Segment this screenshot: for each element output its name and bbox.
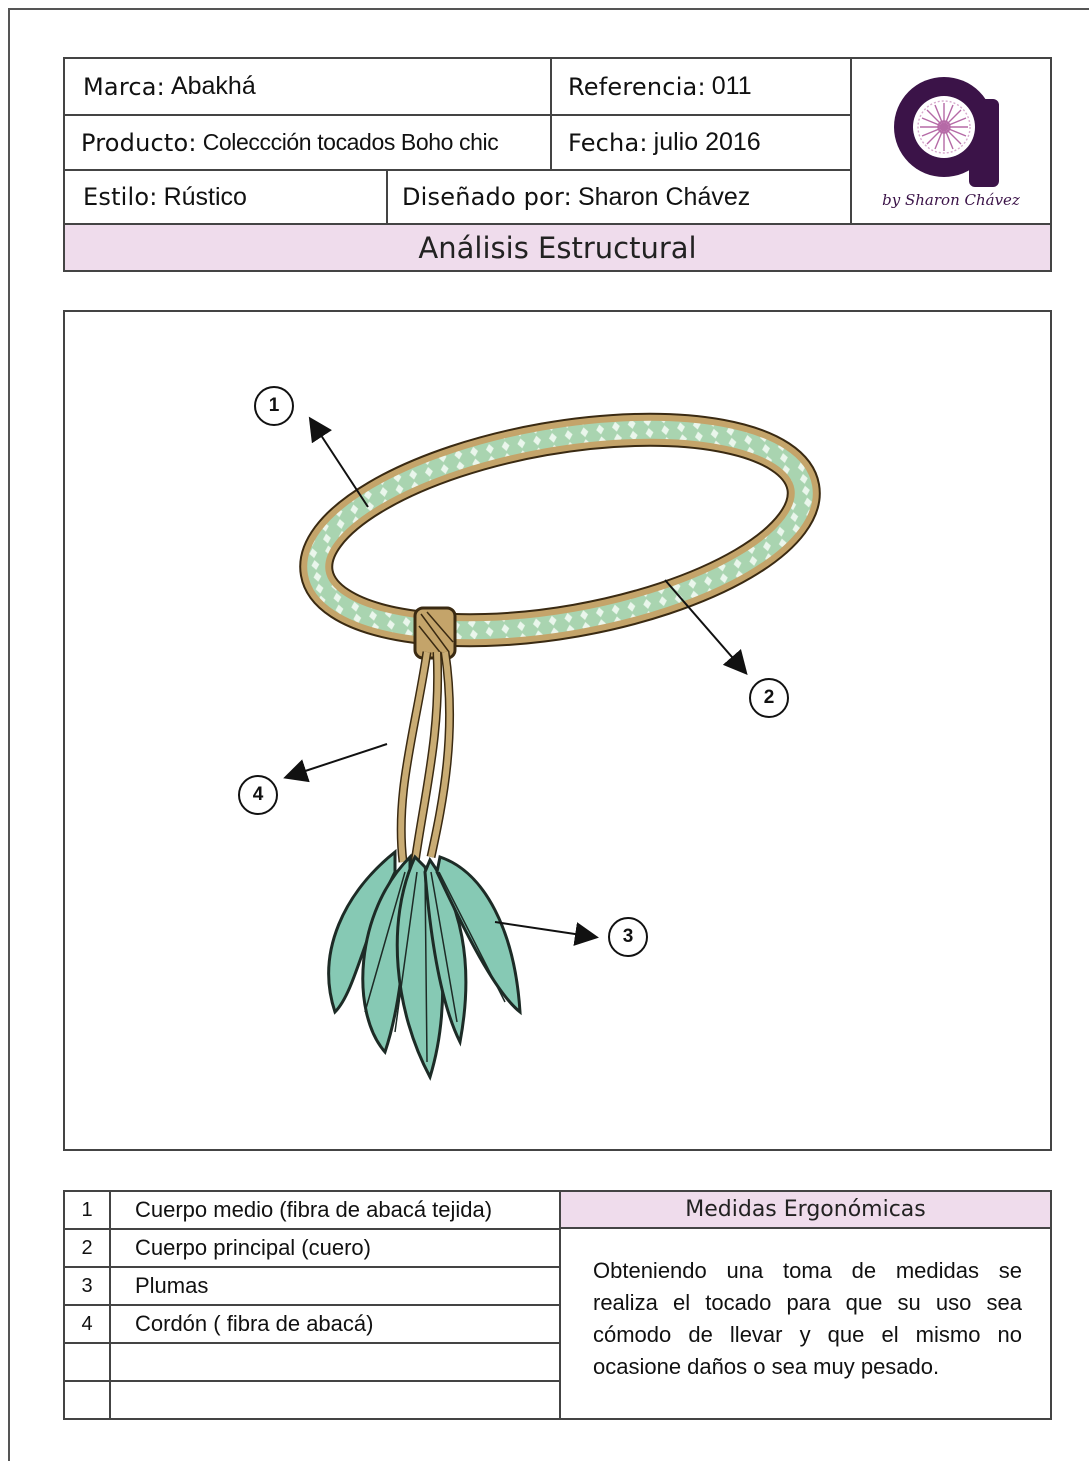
part-number: 1 [65,1192,111,1228]
style-cell: Estilo: Rústico [65,171,388,223]
feathers [329,852,520,1077]
reference-cell: Referencia: 011 [552,59,850,116]
part-description: Cordón ( fibra de abacá) [111,1306,559,1342]
leather-knot [415,608,455,658]
cords [401,652,449,862]
designer-label: Diseñado por: [402,183,572,211]
headband-ring [301,397,819,664]
callout-arrow-1 [311,420,368,507]
part-description [111,1382,559,1418]
designer-value: Sharon Chávez [578,183,750,212]
parts-table: 1 Cuerpo medio (fibra de abacá tejida) 2… [63,1190,1052,1420]
logo-signature: by Sharon Chávez [852,191,1050,209]
part-number [65,1382,111,1418]
product-drawing-frame: 1 2 3 4 [63,310,1052,1151]
table-row [65,1344,559,1382]
style-value: Rústico [164,183,247,212]
part-description [111,1344,559,1380]
callout-1: 1 [254,386,294,426]
callout-3: 3 [608,917,648,957]
callout-arrow-4 [287,744,387,777]
ergonomics-panel: Medidas Ergonómicas Obteniendo una toma … [559,1192,1050,1418]
table-row: 3 Plumas [65,1268,559,1306]
brand-cell: Marca: Abakhá [65,59,552,116]
part-number: 2 [65,1230,111,1266]
brand-logo: by Sharon Chávez [850,59,1050,223]
table-row: 2 Cuerpo principal (cuero) [65,1230,559,1268]
reference-label: Referencia: [568,73,706,101]
part-number: 4 [65,1306,111,1342]
callout-2: 2 [749,678,789,718]
designer-cell: Diseñado por: Sharon Chávez [388,171,850,223]
part-number [65,1344,111,1380]
date-label: Fecha: [568,129,648,157]
callout-4: 4 [238,775,278,815]
headband-illustration [65,312,1050,1149]
table-row: 1 Cuerpo medio (fibra de abacá tejida) [65,1192,559,1230]
brand-value: Abakhá [171,72,256,101]
section-title: Análisis Estructural [65,223,1050,270]
part-description: Cuerpo principal (cuero) [111,1230,559,1266]
header-table: Marca: Abakhá Referencia: 011 Producto: … [63,57,1052,272]
product-cell: Producto: Coleccción tocados Boho chic [65,116,552,171]
style-label: Estilo: [83,183,158,211]
part-description: Cuerpo medio (fibra de abacá tejida) [111,1192,559,1228]
ergonomics-text: Obteniendo una toma de medidas se realiz… [561,1229,1050,1383]
ergonomics-title: Medidas Ergonómicas [561,1192,1050,1229]
reference-value: 011 [712,72,752,101]
brand-label: Marca: [83,73,165,101]
product-label: Producto: [81,129,197,157]
part-description: Plumas [111,1268,559,1304]
date-value: julio 2016 [654,128,761,157]
table-row [65,1382,559,1418]
callout-arrow-3 [495,922,595,937]
date-cell: Fecha: julio 2016 [552,116,850,171]
table-row: 4 Cordón ( fibra de abacá) [65,1306,559,1344]
part-number: 3 [65,1268,111,1304]
product-value: Coleccción tocados Boho chic [203,129,499,156]
